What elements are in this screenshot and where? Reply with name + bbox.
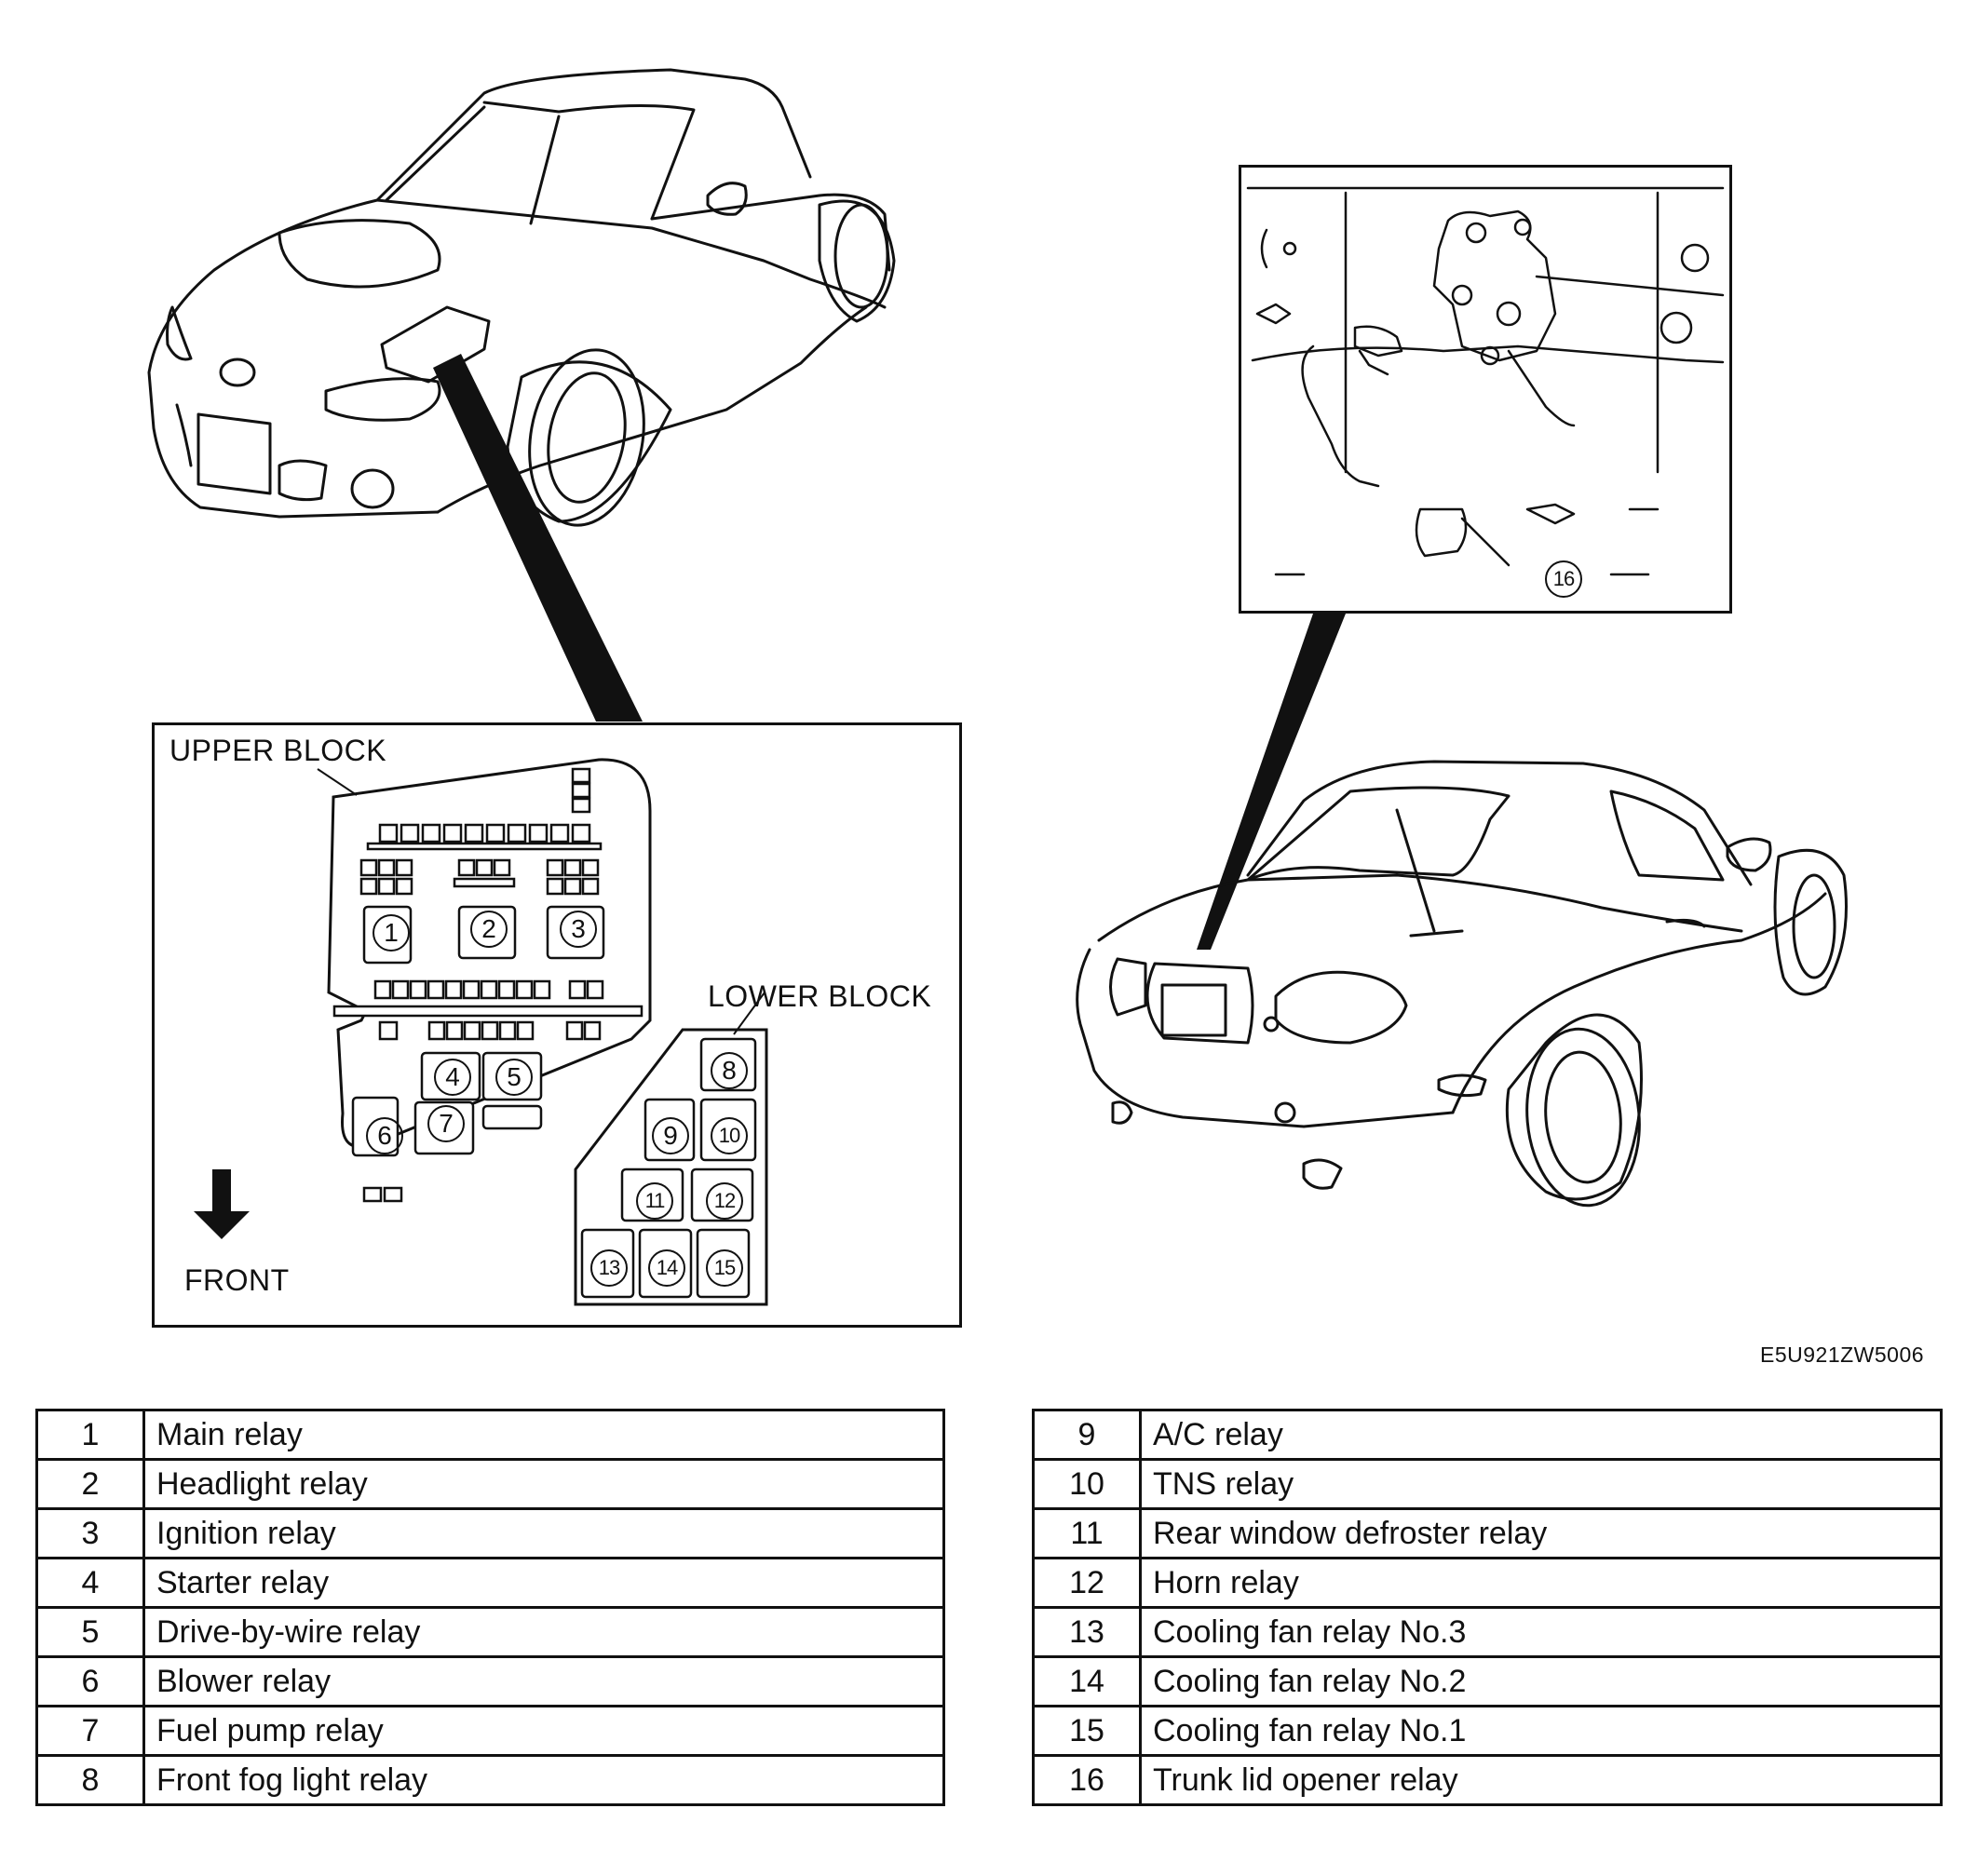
trunk-detail-inset: [1239, 165, 1732, 614]
front-car-illustration: [147, 68, 896, 722]
relay-name: Ignition relay: [142, 1507, 945, 1559]
relay-marker-5: 5: [495, 1059, 533, 1096]
relay-name: Trunk lid opener relay: [1139, 1754, 1943, 1806]
relay-number: 8: [35, 1754, 145, 1806]
relay-marker-9: 9: [652, 1117, 689, 1154]
relay-marker-2: 2: [470, 911, 508, 948]
front-label: FRONT: [184, 1263, 290, 1297]
relay-marker-11: 11: [636, 1182, 673, 1220]
relay-number: 9: [1032, 1409, 1142, 1461]
rear-car-illustration: [1076, 614, 1848, 1208]
relay-name: Front fog light relay: [142, 1754, 945, 1806]
relay-number: 4: [35, 1557, 145, 1609]
relay-name: Cooling fan relay No.3: [1139, 1606, 1943, 1658]
relay-name: Starter relay: [142, 1557, 945, 1609]
relay-marker-1: 1: [373, 914, 410, 951]
relay-name: Rear window defroster relay: [1139, 1507, 1943, 1559]
relay-number: 13: [1032, 1606, 1142, 1658]
figure-code: E5U921ZW5006: [1760, 1343, 1925, 1367]
relay-name: Blower relay: [142, 1655, 945, 1707]
relay-number: 5: [35, 1606, 145, 1658]
relay-name: Cooling fan relay No.1: [1139, 1705, 1943, 1757]
lower-block-label: LOWER BLOCK: [708, 979, 932, 1013]
relay-number: 7: [35, 1705, 145, 1757]
relay-marker-6: 6: [366, 1117, 403, 1154]
relay-number: 15: [1032, 1705, 1142, 1757]
relay-name: Headlight relay: [142, 1458, 945, 1510]
relay-number: 2: [35, 1458, 145, 1510]
relay-marker-13: 13: [590, 1249, 628, 1287]
relay-number: 6: [35, 1655, 145, 1707]
relay-number: 3: [35, 1507, 145, 1559]
relay-marker-12: 12: [706, 1182, 743, 1220]
relay-name: A/C relay: [1139, 1409, 1943, 1461]
relay-name: Fuel pump relay: [142, 1705, 945, 1757]
relay-number: 10: [1032, 1458, 1142, 1510]
relay-number: 1: [35, 1409, 145, 1461]
relay-name: TNS relay: [1139, 1458, 1943, 1510]
relay-marker-15: 15: [706, 1249, 743, 1287]
relay-name: Horn relay: [1139, 1557, 1943, 1609]
relay-name: Main relay: [142, 1409, 945, 1461]
relay-name: Cooling fan relay No.2: [1139, 1655, 1943, 1707]
relay-marker-3: 3: [560, 911, 597, 948]
relay-number: 11: [1032, 1507, 1142, 1559]
relay-name: Drive-by-wire relay: [142, 1606, 945, 1658]
upper-block-label: UPPER BLOCK: [169, 734, 387, 767]
relay-marker-8: 8: [711, 1052, 748, 1089]
relay-marker-4: 4: [434, 1059, 471, 1096]
relay-number: 14: [1032, 1655, 1142, 1707]
relay-marker-10: 10: [711, 1117, 748, 1154]
relay-marker-16: 16: [1545, 560, 1582, 598]
relay-marker-7: 7: [427, 1105, 465, 1142]
relay-number: 16: [1032, 1754, 1142, 1806]
relay-number: 12: [1032, 1557, 1142, 1609]
relay-marker-14: 14: [648, 1249, 685, 1287]
